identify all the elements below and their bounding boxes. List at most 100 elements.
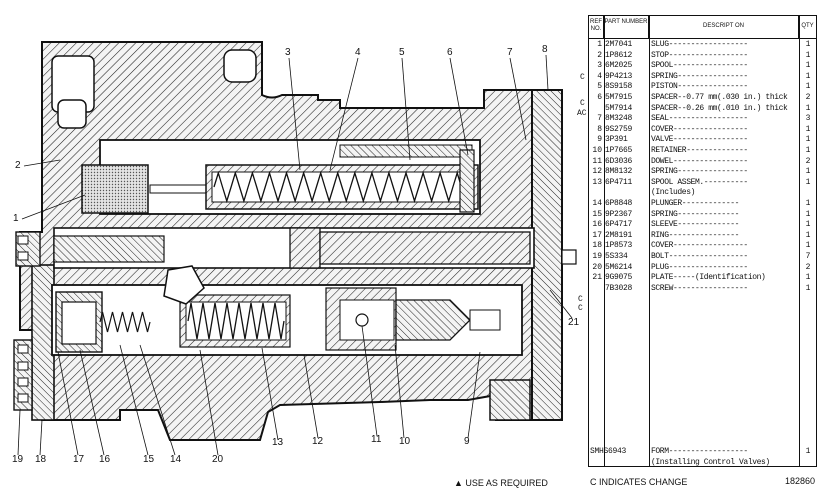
cell-qty: 1 <box>805 61 811 71</box>
cell-desc: SPOOL ASSEM.---------- <box>651 177 748 187</box>
cell-desc: (Includes) <box>651 188 696 198</box>
form-qty: 1 <box>805 447 811 456</box>
cell-qty: 1 <box>805 135 811 145</box>
cell-qty: 1 <box>805 199 811 208</box>
table-row: 7B3028 SCREW----------------- 1 <box>589 284 818 295</box>
callout-3: 3 <box>285 47 291 58</box>
cell-part: 5M7914 <box>605 103 633 113</box>
cell-qty: 1 <box>805 82 811 92</box>
leader-lines <box>17 54 573 456</box>
cell-part: 1P8573 <box>605 241 633 251</box>
change-mark-21: C C <box>578 295 583 313</box>
cell-qty: 7 <box>805 252 811 261</box>
callout-20: 20 <box>212 454 224 465</box>
callout-17: 17 <box>73 454 85 465</box>
form-desc: FORM------------------ <box>651 447 748 456</box>
cell-desc: RETAINER-------------- <box>651 146 748 155</box>
callout-9: 9 <box>464 436 470 447</box>
callout-21: 21 <box>568 317 580 328</box>
header-desc: DESCRIPT ON <box>649 16 799 38</box>
cell-desc: STOP------------------ <box>651 50 748 60</box>
cell-desc: SCREW----------------- <box>651 283 748 293</box>
callout-4: 4 <box>355 47 361 58</box>
cell-ref: 20 <box>592 262 602 272</box>
cell-ref: 11 <box>592 156 602 166</box>
cell-part: 7B3028 <box>605 283 633 293</box>
cell-qty: 1 <box>805 40 811 49</box>
cell-part: 9P4213 <box>605 71 633 81</box>
cell-desc: SPACER--0.26 mm(.010 in.) thick <box>651 103 788 113</box>
cell-ref: 1 <box>597 40 602 49</box>
cell-part: 6P8848 <box>605 199 633 208</box>
cell-ref: 2 <box>597 50 602 60</box>
change-mark-6a: C <box>580 99 585 108</box>
change-mark-6b: AC <box>577 109 587 118</box>
callout-19: 19 <box>12 454 24 465</box>
cell-desc: RING---------------- <box>651 230 740 240</box>
form-row: SMHS6943 FORM------------------ 1 <box>589 447 818 458</box>
cell-ref: 3 <box>597 61 602 71</box>
cell-part: 6D3036 <box>605 156 633 166</box>
cell-ref: 14 <box>592 199 602 208</box>
cell-ref: 13 <box>592 177 602 187</box>
cell-ref: 8 <box>597 124 602 134</box>
cell-part: 5M7915 <box>605 93 633 102</box>
cell-qty: 1 <box>805 220 811 230</box>
middle-channel <box>53 227 535 269</box>
cell-desc: SLEEVE-------------- <box>651 220 740 230</box>
cell-desc: DOWEL----------------- <box>651 156 748 166</box>
cell-qty: 1 <box>805 283 811 293</box>
cell-ref: 19 <box>592 252 602 261</box>
callout-13: 13 <box>272 437 284 448</box>
callout-2: 2 <box>15 160 21 171</box>
cell-qty: 2 <box>805 93 811 102</box>
callout-12: 12 <box>312 436 324 447</box>
change-mark-4: C <box>580 73 585 82</box>
change-legend: C INDICATES CHANGE <box>590 477 688 487</box>
callout-11: 11 <box>371 434 382 445</box>
cell-desc: COVER----------------- <box>651 241 748 251</box>
col-rule-1 <box>604 16 605 466</box>
callout-8: 8 <box>542 44 548 55</box>
cell-part: 6P4717 <box>605 220 633 230</box>
cell-part: 3P391 <box>605 135 628 145</box>
cell-qty: 2 <box>805 156 811 166</box>
callout-14: 14 <box>170 454 182 465</box>
cell-ref: 17 <box>592 230 602 240</box>
cell-part: 8M8132 <box>605 167 633 177</box>
cell-part: 1P8612 <box>605 50 633 60</box>
end-cover <box>489 89 577 421</box>
cell-part: 9P2367 <box>605 209 633 219</box>
cell-part: 6M2025 <box>605 61 633 71</box>
col-rule-3 <box>799 16 800 466</box>
cell-part: 9S2759 <box>605 124 633 134</box>
cell-qty: 1 <box>805 230 811 240</box>
callout-5: 5 <box>399 47 405 58</box>
upper-bore <box>81 139 481 215</box>
cell-desc: SPACER--0.77 mm(.030 in.) thick <box>651 93 788 102</box>
cell-part: 5M6214 <box>605 262 633 272</box>
use-as-required-note: ▲ USE AS REQUIRED <box>454 478 548 488</box>
drawing-code: 182860 <box>785 476 816 486</box>
form-row-2: (Installing Control Valves) <box>589 458 818 469</box>
cell-ref: 10 <box>592 146 602 155</box>
cell-qty: 2 <box>805 262 811 272</box>
cell-desc: PLATE-----(Identification) <box>651 273 766 283</box>
cell-desc: COVER----------------- <box>651 124 748 134</box>
bolts <box>17 235 29 403</box>
callout-15: 15 <box>143 454 155 465</box>
cell-qty: 1 <box>805 167 811 177</box>
callout-16: 16 <box>99 454 111 465</box>
cell-part: 5S334 <box>605 252 628 261</box>
